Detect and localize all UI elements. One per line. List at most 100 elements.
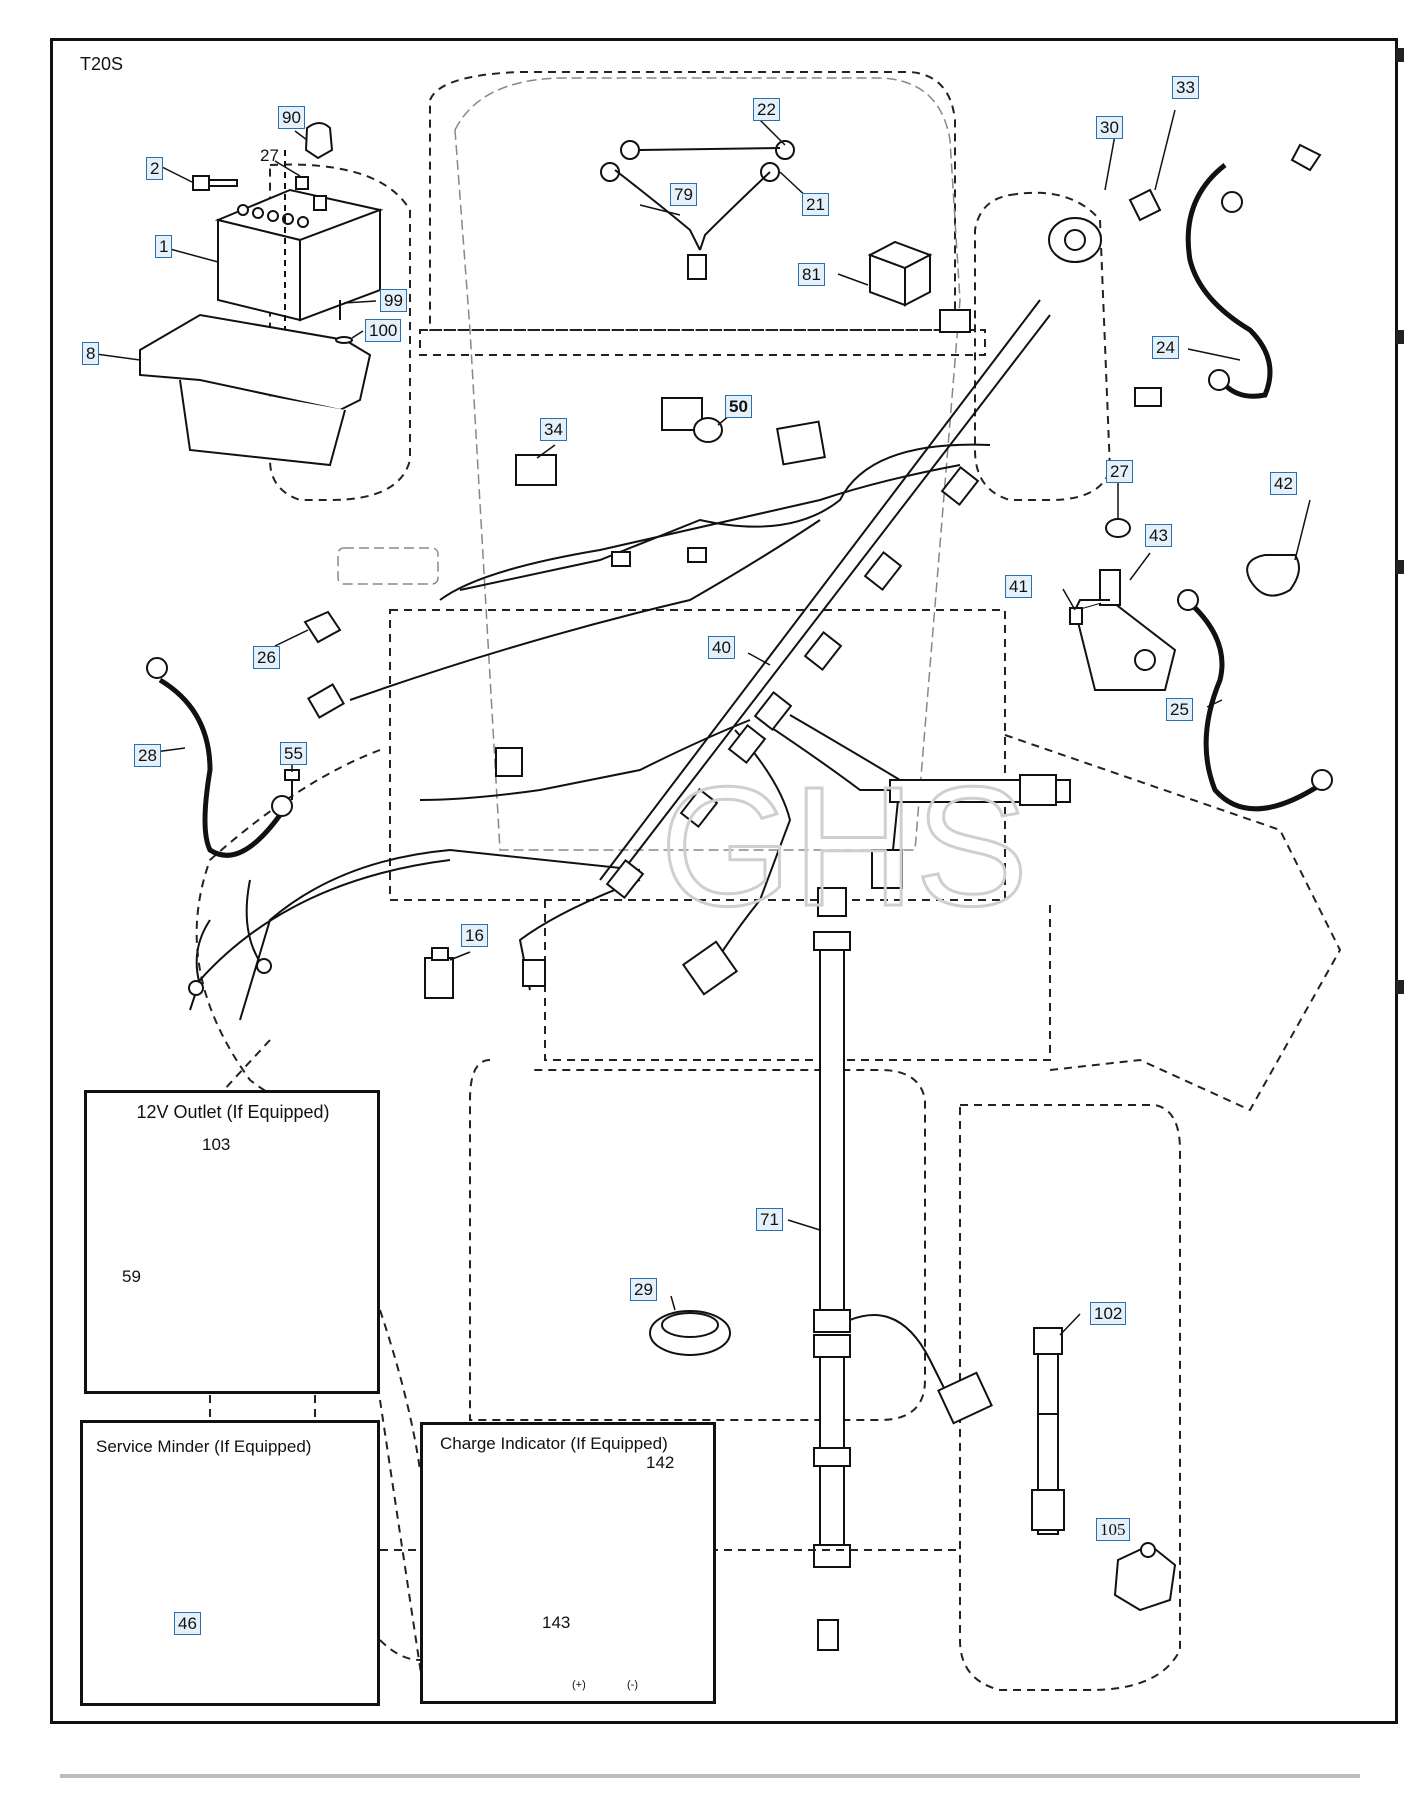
callout-42: 42	[1270, 472, 1297, 495]
harness-71-end	[817, 1619, 839, 1651]
body-zone-outline	[389, 609, 1006, 901]
rocker-switch-34	[515, 454, 557, 486]
harness-connector-top	[939, 309, 971, 333]
callout-143: 143	[542, 1613, 571, 1632]
frame-ghost-outline	[454, 77, 961, 851]
harness-connector-right	[1134, 387, 1162, 407]
callout-55: 55	[280, 742, 307, 765]
harness-71-top-plug	[817, 887, 847, 917]
harness-clip-4	[753, 691, 793, 731]
caption-scrap	[60, 1774, 1360, 1778]
callout-71: 71	[756, 1208, 783, 1231]
harness-sleeve-2	[687, 547, 707, 563]
callout-43: 43	[1145, 524, 1172, 547]
harness-branch-left	[189, 859, 451, 1011]
bolt-shaft	[208, 179, 238, 187]
box-service-minder-title: Service Minder (If Equipped)	[96, 1437, 312, 1456]
cap-90	[304, 122, 334, 160]
harness-branch-plug	[789, 714, 902, 881]
battery-zone-outline	[269, 163, 411, 501]
harness-switch-plug	[681, 940, 739, 996]
cable-25	[1188, 601, 1322, 812]
harness-102-sleeve	[1037, 1353, 1059, 1415]
harness-71-tube	[819, 949, 845, 1321]
harness-71-sleeve-mid-1	[813, 1309, 851, 1333]
harness-71-sleeve-low	[813, 1447, 851, 1467]
lower-body-outline	[544, 900, 1051, 1061]
callout-33: 33	[1172, 76, 1199, 99]
box-charge-indicator-title: Charge Indicator (If Equipped)	[440, 1434, 668, 1453]
connector-16	[424, 957, 454, 999]
harness-102-plug-top	[1033, 1327, 1063, 1355]
solenoid-base	[1073, 598, 1177, 691]
washer-100	[335, 336, 353, 344]
dash-crossbar-outline	[419, 329, 986, 356]
harness-clip-2	[863, 551, 903, 591]
headlight-zone-outline	[429, 71, 956, 331]
label-card	[776, 420, 826, 466]
box-charge-indicator	[420, 1422, 716, 1704]
small-ghost-outline	[337, 547, 439, 585]
callout-100: 100	[365, 319, 402, 342]
callout-26: 26	[253, 646, 280, 669]
callout-16: 16	[461, 924, 488, 947]
callout-29: 29	[630, 1278, 657, 1301]
callout-34: 34	[540, 418, 567, 441]
diagram-frame	[50, 38, 1398, 1724]
charge-terminal-minus-label: (-)	[627, 1679, 638, 1691]
callout-46: 46	[174, 1612, 201, 1635]
nut-27	[295, 176, 309, 190]
harness-clip-5	[727, 724, 767, 764]
harness-clip-3	[803, 631, 843, 671]
cable-28	[158, 677, 283, 858]
harness-branch-right	[759, 719, 1010, 791]
callout-142: 142	[646, 1453, 675, 1472]
deck-zone-outline	[1004, 734, 1342, 1112]
harness-branch-ground	[239, 848, 641, 1021]
bolt-head	[192, 175, 210, 191]
nut-27-solenoid	[1105, 518, 1131, 538]
harness-connector-16-end	[522, 959, 546, 987]
harness-102-plug-bottom	[1031, 1489, 1065, 1531]
harness-trunk-line-a	[599, 299, 1041, 881]
callout-22: 22	[753, 98, 780, 121]
headlight-wire-right	[699, 171, 771, 251]
charge-leader-left	[379, 1309, 421, 1471]
callout-59: 59	[122, 1267, 141, 1286]
callout-2: 2	[146, 157, 164, 180]
terminal-boot-42	[1246, 554, 1300, 597]
harness-connector-tube	[1019, 774, 1057, 806]
harness-71-sleeve-mid-2	[813, 1334, 851, 1358]
box-12v-outlet	[84, 1090, 380, 1394]
harness-clip-7	[605, 859, 645, 899]
box-12v-outlet-title: 12V Outlet (If Equipped)	[136, 1102, 330, 1122]
harness-connector-far-left	[307, 683, 345, 719]
callout-24: 24	[1152, 336, 1179, 359]
callout-1: 1	[155, 235, 173, 258]
harness-clip-1	[940, 466, 980, 506]
callout-90: 90	[278, 106, 305, 129]
headlight-wire-left	[614, 169, 701, 251]
bolt-41	[1069, 607, 1083, 625]
headlight-wire-top	[639, 147, 781, 151]
harness-clip-6	[679, 788, 719, 828]
harness-branch-upper-2	[439, 464, 961, 601]
callout-102: 102	[1090, 1302, 1127, 1325]
harness-trunk-line-b	[611, 314, 1051, 886]
watermark: GHS	[660, 752, 1028, 942]
headlight-connector	[687, 254, 707, 280]
edge-mark	[1396, 560, 1404, 574]
callout-28: 28	[134, 744, 161, 767]
battery-tray-body	[179, 379, 346, 467]
relay-side	[904, 253, 931, 307]
callout-27-battery: 27	[260, 146, 279, 165]
key-head	[1128, 188, 1162, 222]
solenoid-post	[1099, 569, 1121, 606]
callout-50: 50	[725, 395, 752, 418]
edge-mark	[1396, 48, 1404, 62]
harness-71-sleeve-end	[813, 1544, 851, 1568]
model-label: T20S	[80, 54, 124, 74]
harness-branch-upper	[459, 443, 991, 591]
